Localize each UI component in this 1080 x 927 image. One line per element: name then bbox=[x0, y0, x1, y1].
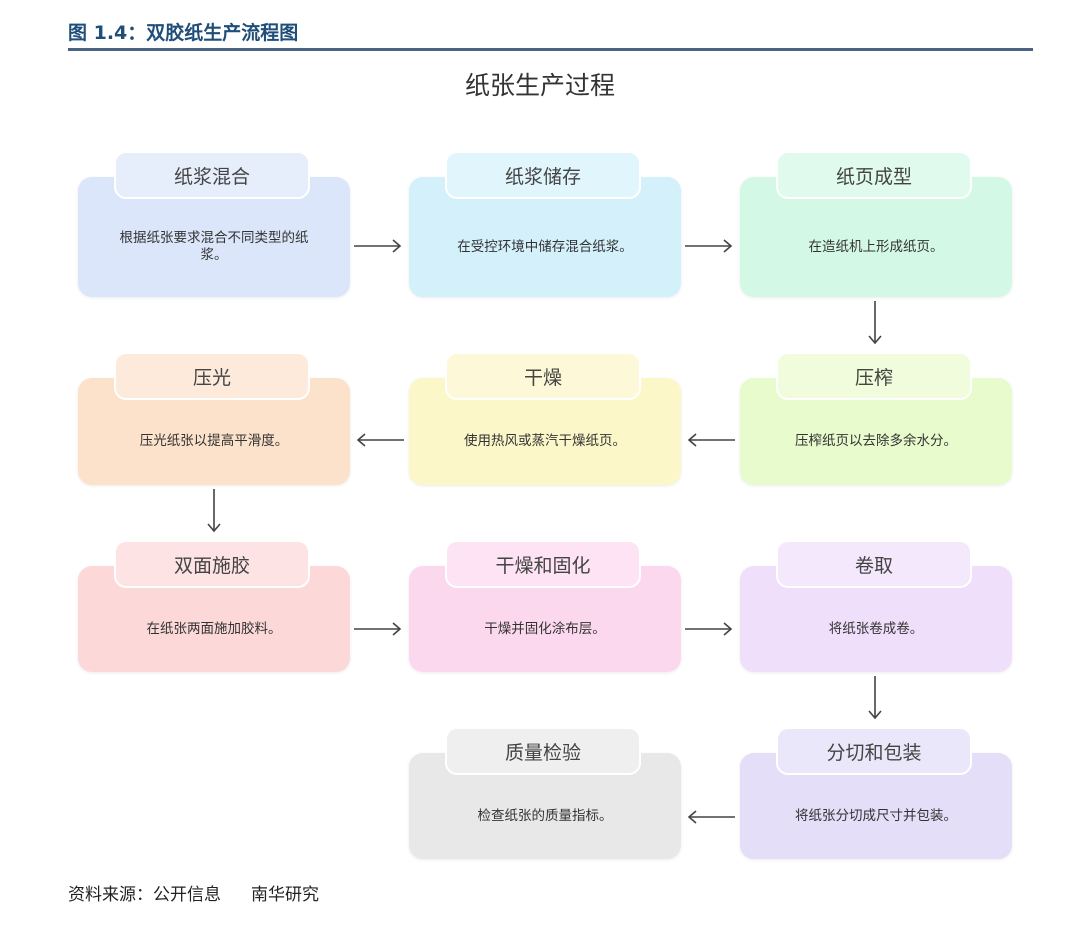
step-title: 压榨 bbox=[776, 352, 972, 400]
step-card-sheet-forming: 纸页成型 在造纸机上形成纸页。 bbox=[740, 151, 1012, 297]
arrow-left-icon bbox=[356, 433, 404, 447]
source-org: 南华研究 bbox=[251, 885, 319, 905]
source-label: 资料来源：公开信息 bbox=[68, 885, 221, 905]
step-description: 干燥并固化涂布层。 bbox=[484, 620, 606, 637]
step-description: 在造纸机上形成纸页。 bbox=[808, 238, 944, 255]
step-description: 根据纸张要求混合不同类型的纸浆。 bbox=[119, 230, 309, 263]
arrow-left-icon bbox=[687, 433, 735, 447]
step-card-quality-inspection: 质量检验 检查纸张的质量指标。 bbox=[409, 727, 681, 859]
step-card-drying-curing: 干燥和固化 干燥并固化涂布层。 bbox=[409, 540, 681, 672]
arrow-down-icon bbox=[868, 301, 882, 345]
step-card-drying: 干燥 使用热风或蒸汽干燥纸页。 bbox=[409, 352, 681, 485]
arrow-right-icon bbox=[354, 239, 402, 253]
arrow-down-icon bbox=[868, 676, 882, 720]
step-title: 纸浆混合 bbox=[114, 151, 310, 199]
step-description: 将纸张卷成卷。 bbox=[828, 620, 924, 637]
step-description: 压光纸张以提高平滑度。 bbox=[139, 433, 289, 449]
source-note: 资料来源：公开信息 南华研究 bbox=[68, 880, 319, 905]
step-title: 干燥 bbox=[445, 352, 641, 400]
step-description: 使用热风或蒸汽干燥纸页。 bbox=[464, 433, 626, 449]
arrow-down-icon bbox=[207, 489, 221, 533]
step-title: 干燥和固化 bbox=[445, 540, 641, 588]
figure-title-rule bbox=[68, 48, 1033, 51]
step-title: 质量检验 bbox=[445, 727, 641, 775]
step-description: 在受控环境中储存混合纸浆。 bbox=[457, 238, 633, 255]
arrow-right-icon bbox=[685, 239, 733, 253]
step-description: 在纸张两面施加胶料。 bbox=[146, 620, 282, 637]
step-card-calendering: 压光 压光纸张以提高平滑度。 bbox=[78, 352, 350, 485]
step-title: 分切和包装 bbox=[776, 727, 972, 775]
step-card-pulp-storage: 纸浆储存 在受控环境中储存混合纸浆。 bbox=[409, 151, 681, 297]
step-title: 卷取 bbox=[776, 540, 972, 588]
step-card-double-sizing: 双面施胶 在纸张两面施加胶料。 bbox=[78, 540, 350, 672]
step-description: 将纸张分切成尺寸并包装。 bbox=[795, 807, 957, 824]
figure-title: 图 1.4：双胶纸生产流程图 bbox=[68, 22, 299, 44]
step-title: 纸浆储存 bbox=[445, 151, 641, 199]
step-card-slitting-packing: 分切和包装 将纸张分切成尺寸并包装。 bbox=[740, 727, 1012, 859]
step-description: 检查纸张的质量指标。 bbox=[477, 807, 613, 824]
step-card-pressing: 压榨 压榨纸页以去除多余水分。 bbox=[740, 352, 1012, 485]
step-card-reeling: 卷取 将纸张卷成卷。 bbox=[740, 540, 1012, 672]
step-title: 压光 bbox=[114, 352, 310, 400]
step-title: 双面施胶 bbox=[114, 540, 310, 588]
arrow-right-icon bbox=[354, 622, 402, 636]
arrow-right-icon bbox=[685, 622, 733, 636]
diagram-title: 纸张生产过程 bbox=[464, 71, 615, 100]
step-description: 压榨纸页以去除多余水分。 bbox=[795, 433, 957, 449]
arrow-left-icon bbox=[687, 810, 735, 824]
step-card-pulp-mixing: 纸浆混合 根据纸张要求混合不同类型的纸浆。 bbox=[78, 151, 350, 297]
step-title: 纸页成型 bbox=[776, 151, 972, 199]
